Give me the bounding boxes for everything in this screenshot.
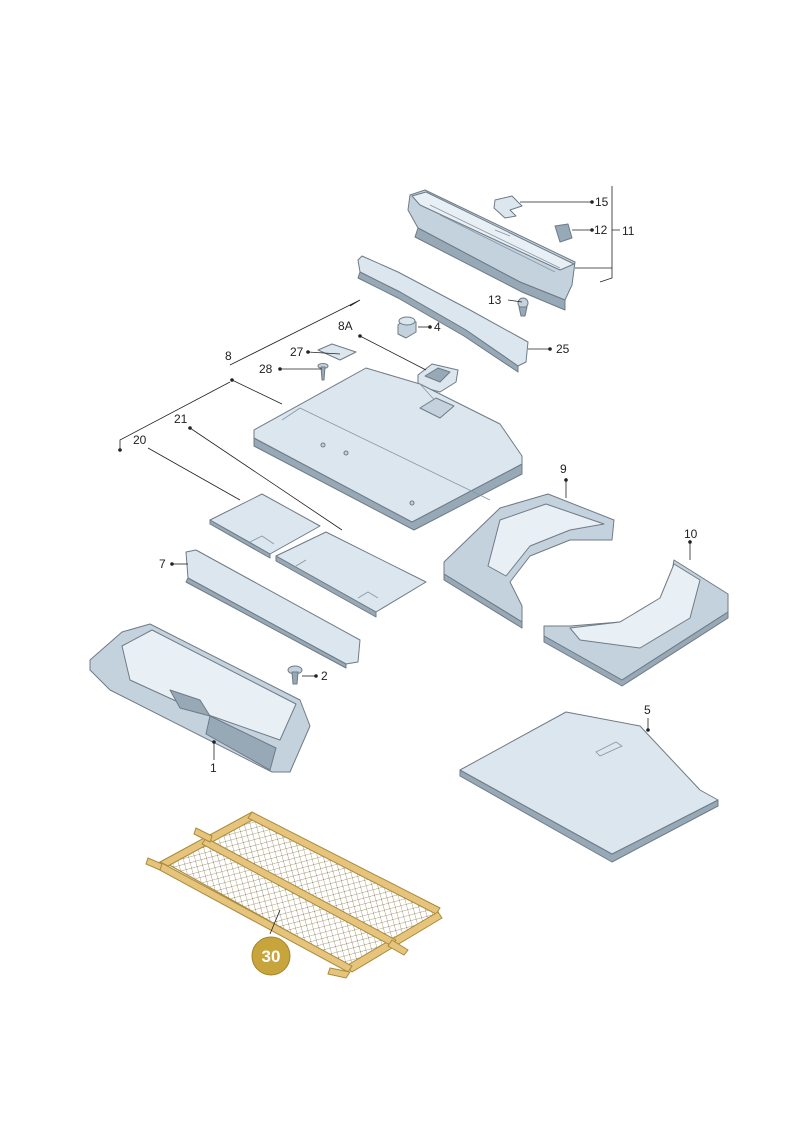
grommet-part-4 (397, 316, 417, 339)
handle-part-8A (417, 363, 459, 393)
label-2: 2 (321, 669, 328, 683)
trim-cover-part-7 (185, 549, 361, 669)
load-floor-part-8 (253, 367, 523, 531)
label-7: 7 (159, 557, 166, 571)
rear-trim-panel-part-11 (407, 189, 576, 311)
label-8A: 8A (338, 319, 353, 333)
label-9: 9 (560, 462, 567, 476)
floor-panel-part-21 (275, 531, 427, 618)
spare-wheel-tray-part-10 (543, 559, 729, 687)
label-11: 11 (622, 224, 635, 238)
sill-panel-part-1 (89, 623, 311, 773)
trim-strip-part-25 (357, 255, 529, 373)
clip-part-15 (493, 195, 523, 219)
clip-part-12 (554, 223, 573, 243)
floor-panel-part-20 (209, 493, 321, 559)
part-30-badge: 30 (251, 936, 291, 976)
screw-part-2 (287, 665, 303, 685)
screw-part-28 (317, 363, 329, 381)
label-12: 12 (594, 223, 608, 237)
label-8: 8 (225, 349, 232, 363)
label-21: 21 (174, 412, 188, 426)
label-10: 10 (684, 527, 698, 541)
label-30: 30 (262, 947, 281, 966)
label-13: 13 (488, 293, 502, 307)
label-20: 20 (133, 433, 147, 447)
cargo-net-part-30 (145, 811, 443, 979)
label-5: 5 (644, 703, 651, 717)
fastener-part-13 (517, 297, 529, 317)
label-25: 25 (556, 342, 570, 356)
floor-mat-part-5 (459, 711, 719, 863)
leader-lines (118, 186, 692, 935)
label-4: 4 (434, 320, 441, 334)
label-1: 1 (210, 761, 217, 775)
label-15: 15 (595, 195, 609, 209)
label-28: 28 (259, 362, 273, 376)
bracket-part-27 (317, 343, 357, 361)
spare-wheel-tray-part-9 (443, 493, 615, 629)
label-27: 27 (290, 345, 304, 359)
